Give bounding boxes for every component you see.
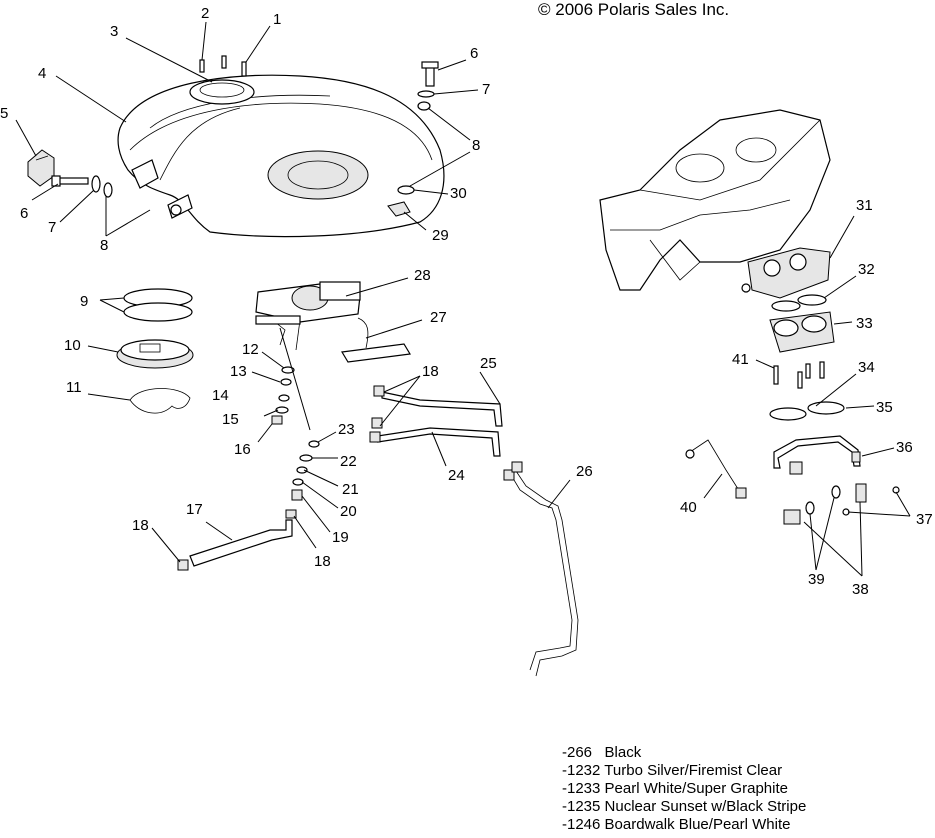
washer-7-right — [417, 90, 435, 98]
bolt-6-right — [421, 61, 439, 87]
callout-5: 5 — [0, 105, 8, 122]
callout-26: 26 — [576, 463, 593, 480]
callout-8: 8 — [100, 237, 108, 254]
callout-11: 11 — [66, 379, 82, 396]
legend-row: -1235 Nuclear Sunset w/Black Stripe — [562, 798, 806, 816]
callout-6: 6 — [20, 205, 28, 222]
vent-line-26 — [503, 461, 579, 677]
callout-30: 30 — [450, 185, 467, 202]
callout-9: 9 — [80, 293, 88, 310]
callout-32: 32 — [858, 261, 875, 278]
callout-27: 27 — [430, 309, 447, 326]
legend-code: -1233 — [562, 780, 601, 797]
callout-3: 3 — [110, 23, 118, 40]
throttle-body-31 — [741, 247, 831, 299]
callout-7: 7 — [48, 219, 56, 236]
grommet-8-right — [417, 101, 431, 111]
fuel-tank — [117, 74, 445, 238]
callout-33: 33 — [856, 315, 873, 332]
callout-13: 13 — [230, 363, 247, 380]
callout-24: 24 — [448, 467, 465, 484]
copyright-notice: © 2006 Polaris Sales Inc. — [538, 0, 730, 19]
fuel-tray-27 — [341, 317, 411, 363]
legend-code: -1235 — [562, 798, 601, 815]
hose-17 — [177, 519, 293, 571]
callout-18b: 18 — [422, 363, 439, 380]
callout-34: 34 — [858, 359, 875, 376]
callout-37: 37 — [916, 511, 933, 528]
legend-row: -266 Black — [562, 744, 806, 762]
callout-39: 39 — [808, 571, 825, 588]
o-rings-39 — [805, 485, 841, 515]
grommet-30 — [397, 185, 415, 195]
leader-lines — [15, 21, 911, 577]
callout-29: 29 — [432, 227, 449, 244]
legend-color: Black — [604, 744, 642, 761]
legend-color: Pearl White/Super Graphite — [604, 780, 788, 797]
legend-code: -266 — [562, 744, 593, 761]
callout-21: 21 — [342, 481, 359, 498]
screws-1-2 — [199, 55, 247, 77]
callout-23: 23 — [338, 421, 355, 438]
fuel-pump-28 — [255, 281, 361, 351]
seals-37 — [842, 486, 900, 516]
fittings-12-16 — [271, 366, 295, 425]
bolts-41 — [773, 361, 825, 389]
callout-18a: 18 — [132, 517, 149, 534]
sensor-40 — [685, 439, 747, 499]
callout-35: 35 — [876, 399, 893, 416]
callout-2: 2 — [201, 5, 209, 22]
legend-code: -1246 — [562, 816, 601, 833]
callout-10: 10 — [64, 337, 81, 354]
gaskets-9 — [123, 288, 193, 322]
washer-7-left — [91, 175, 101, 193]
callout-4: 4 — [38, 65, 46, 82]
o-rings-32 — [771, 294, 827, 312]
callout-38: 38 — [852, 581, 869, 598]
legend-color: Nuclear Sunset w/Black Stripe — [604, 798, 807, 815]
callout-20: 20 — [340, 503, 357, 520]
callout-15: 15 — [222, 411, 239, 428]
callout-19: 19 — [332, 529, 349, 546]
callout-31: 31 — [856, 197, 873, 214]
bolt-6-left — [51, 175, 89, 187]
callout-41: 41 — [732, 351, 749, 368]
callout-7b: 7 — [482, 81, 490, 98]
fuel-line-25 — [371, 385, 503, 429]
callout-16: 16 — [234, 441, 251, 458]
callout-25: 25 — [480, 355, 497, 372]
legend-color: Boardwalk Blue/Pearl White — [604, 816, 791, 833]
callout-17: 17 — [186, 501, 203, 518]
callout-22: 22 — [340, 453, 357, 470]
injectors-38 — [783, 483, 867, 525]
clamps-35 — [769, 401, 845, 421]
engine-block — [599, 109, 831, 291]
legend-row: -1233 Pearl White/Super Graphite — [562, 780, 806, 798]
retaining-clip-11 — [129, 388, 191, 414]
grommet-8-left — [103, 182, 113, 198]
callout-6b: 6 — [470, 45, 478, 62]
callout-labels: 1 2 3 4 5 6 6 7 7 8 8 9 10 11 12 13 14 1… — [0, 5, 933, 598]
fuel-line-24 — [369, 427, 501, 457]
intake-boot-33 — [769, 311, 835, 353]
callout-12: 12 — [242, 341, 259, 358]
callout-14: 14 — [212, 387, 229, 404]
callout-28: 28 — [414, 267, 431, 284]
legend-code: -1232 — [562, 762, 601, 779]
color-legend: -266 Black -1232 Turbo Silver/Firemist C… — [562, 744, 806, 834]
callout-40: 40 — [680, 499, 697, 516]
pump-flange-10 — [116, 339, 194, 369]
legend-row: -1232 Turbo Silver/Firemist Clear — [562, 762, 806, 780]
callout-8b: 8 — [472, 137, 480, 154]
callout-1: 1 — [273, 11, 281, 28]
legend-color: Turbo Silver/Firemist Clear — [604, 762, 783, 779]
callout-36: 36 — [896, 439, 913, 456]
legend-row: -1246 Boardwalk Blue/Pearl White — [562, 816, 806, 834]
fittings-19-23 — [285, 440, 320, 519]
fuel-rail-36 — [773, 435, 861, 475]
callout-18c: 18 — [314, 553, 331, 570]
fuel-cap — [27, 149, 55, 187]
